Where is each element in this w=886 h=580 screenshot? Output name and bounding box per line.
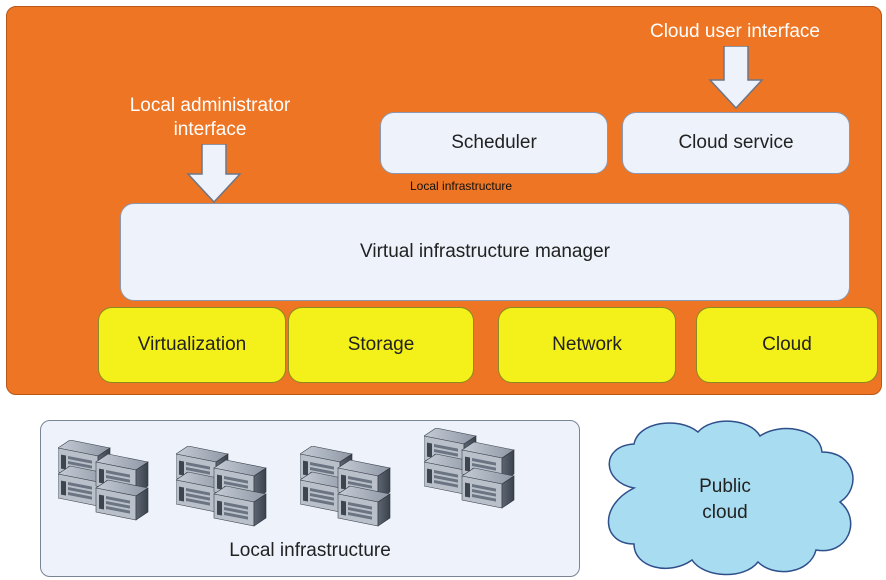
virtual-infrastructure-manager-box: Virtual infrastructure manager [120,203,850,301]
down-arrow-icon [708,46,764,110]
local-admin-interface-line1: Local administrator [129,95,291,116]
local-admin-interface-label: Local administrator interface [110,94,310,142]
scheduler-label: Scheduler [451,132,537,153]
cloud-service-label: Cloud service [678,132,794,153]
storage-box: Storage [288,307,474,383]
virtualization-box: Virtualization [98,307,286,383]
public-cloud-label: Public cloud [660,474,790,526]
cloud-label: Cloud [762,334,812,355]
cloud-user-interface-label: Cloud user interface [649,21,821,42]
server-rack-icon [58,440,158,532]
local-infrastructure-label: Local infrastructure [229,540,391,561]
server-rack-icon [300,446,400,538]
public-cloud-line1: Public [699,476,751,497]
public-cloud-line2: cloud [702,502,748,523]
storage-label: Storage [347,334,415,355]
network-box: Network [498,307,676,383]
local-infrastructure-small-label: Local infrastructure [410,179,513,193]
cloud-box: Cloud [696,307,878,383]
server-rack-icon [176,446,276,538]
server-rack-icon [424,428,524,520]
vim-label: Virtual infrastructure manager [360,241,610,262]
network-label: Network [552,334,622,355]
virtualization-label: Virtualization [137,334,247,355]
cloud-service-box: Cloud service [622,112,850,174]
down-arrow-icon [186,144,242,204]
scheduler-box: Scheduler [380,112,608,174]
public-cloud-icon [607,420,854,576]
local-admin-interface-line2: interface [173,119,247,140]
